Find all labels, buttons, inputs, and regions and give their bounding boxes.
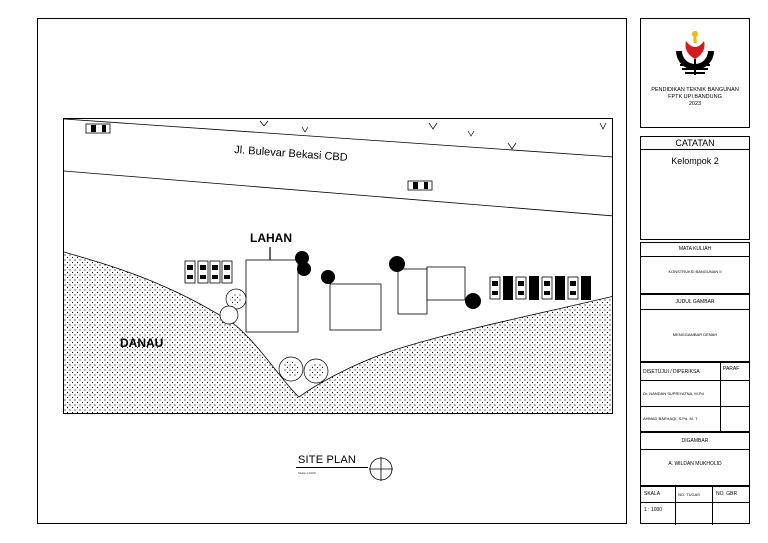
building-2 <box>329 283 382 331</box>
road-trees <box>259 120 607 150</box>
judul-gambar-panel: JUDUL GAMBAR MENGGAMBAR DENAH <box>640 294 750 362</box>
skala-cell: SKALA 1 : 1000 <box>641 487 676 525</box>
site-plan-underline <box>296 467 368 468</box>
no-gbr-divider <box>713 502 749 503</box>
road-car-1 <box>85 123 111 134</box>
site-plan-title: SITE PLAN <box>298 454 357 466</box>
lake-shore <box>64 251 612 398</box>
skala-header: SKALA <box>644 491 661 497</box>
scale-panel: SKALA 1 : 1000 NO. TUGAS NO. GBR <box>640 486 750 525</box>
judul-gambar-header: JUDUL GAMBAR <box>641 295 749 310</box>
drawing-frame <box>37 18 627 524</box>
lake-area <box>64 252 612 413</box>
mata-kuliah-header: MATA KULIAH <box>641 243 749 257</box>
no-gbr-header: NO. GBR <box>716 491 738 497</box>
digambar-value: A. WILDAN MUKHOLID <box>668 461 722 467</box>
road-edge-top <box>64 119 612 158</box>
road-edge-bottom <box>64 170 612 217</box>
disetujui-header: DISETUJUI / DIPERIKSA <box>641 363 721 381</box>
approver-1: Dr. NANDAN SUPRIYATNA, M.Pd <box>641 381 721 407</box>
parking-right <box>489 276 591 300</box>
mata-kuliah-value: KONSTRUKSI BANGUNAN II <box>668 269 722 274</box>
site-plan-svg: Jl. Bulevar Bekasi CBD LAHAN DANAU <box>64 119 612 413</box>
institution-line2: FPTK UPI BANDUNG <box>668 94 722 100</box>
logo-panel: PENDIDIKAN TEKNIK BANGUNAN FPTK UPI BAND… <box>640 18 750 128</box>
north-arrow-icon <box>369 457 393 481</box>
upi-logo <box>676 31 714 75</box>
judul-gambar-value: MENGGAMBAR DENAH <box>672 332 718 337</box>
skala-value: 1 : 1000 <box>641 502 675 513</box>
approval-panel: DISETUJUI / DIPERIKSA PARAF Dr. NANDAN S… <box>640 362 750 432</box>
outline-trees-texture <box>230 293 324 379</box>
road-car-2 <box>407 180 433 191</box>
approver-2: AHMAD BAEHAQI, S.Pd, M. T <box>641 407 721 431</box>
building-4 <box>426 266 466 301</box>
site-plan-scale-note: Skala 1:1000 <box>298 471 316 475</box>
catatan-value: Kelompok 2 <box>671 156 719 166</box>
dark-trees <box>295 251 481 309</box>
catatan-header: CATATAN <box>641 137 749 150</box>
digambar-header: DIGAMBAR <box>641 433 749 450</box>
mata-kuliah-panel: MATA KULIAH KONSTRUKSI BANGUNAN II <box>640 242 750 294</box>
lahan-label: LAHAN <box>250 231 292 245</box>
parking-left <box>184 260 233 284</box>
building-3 <box>397 268 428 315</box>
no-gbr-cell: NO. GBR <box>713 487 749 525</box>
digambar-panel: DIGAMBAR A. WILDAN MUKHOLID <box>640 432 750 486</box>
approver-1-signature <box>721 381 749 407</box>
paraf-header: PARAF <box>721 363 749 381</box>
building-lahan <box>245 259 299 333</box>
no-tugas-header: NO. TUGAS <box>678 492 700 497</box>
danau-label: DANAU <box>120 336 163 350</box>
road-name: Jl. Bulevar Bekasi CBD <box>234 144 348 164</box>
institution-year: 2023 <box>688 101 702 107</box>
no-tugas-cell: NO. TUGAS <box>676 487 713 525</box>
catatan-panel: CATATAN Kelompok 2 <box>640 136 750 240</box>
institution-line1: PENDIDIKAN TEKNIK BANGUNAN <box>651 87 739 93</box>
no-tugas-divider <box>676 502 712 503</box>
site-plan-drawing: Jl. Bulevar Bekasi CBD LAHAN DANAU <box>63 118 613 414</box>
